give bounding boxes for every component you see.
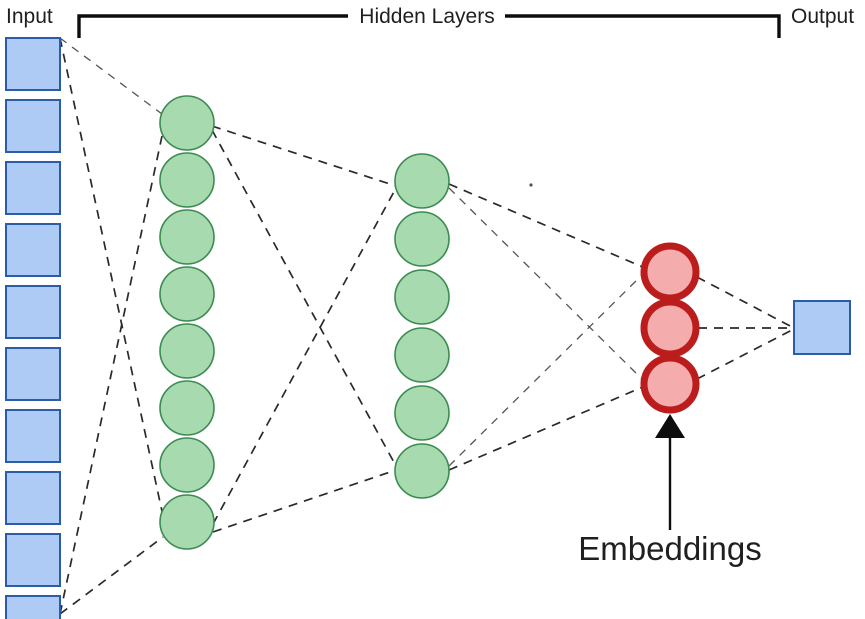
connection-input-top-to-hidden1-top [59,37,163,115]
connection-input-bottom-to-hidden1-top [59,135,163,615]
embedding-node-2 [640,298,700,358]
output-node-1 [793,300,851,355]
bracket-right-arm [505,14,781,38]
nodes-group [5,37,851,619]
input-node-8 [5,471,61,525]
input-node-3 [5,161,61,215]
connection-hidden2-bottom-to-embed-top [448,271,646,467]
connections-group [59,37,793,615]
embeddings-annotation [655,414,685,530]
hidden-layer-2-node-4 [394,327,450,383]
output-label: Output [791,5,854,28]
bracket-left-arm [77,14,348,38]
hidden-layers-bracket [77,14,781,38]
connection-hidden2-bottom-to-embed-bottom [448,385,646,471]
connection-hidden1-top-to-hidden2-bottom [211,129,397,467]
embeddings-arrow-head [655,414,685,438]
hidden-layer-2-node-6 [394,443,450,499]
hidden-layer-1-node-7 [159,437,215,493]
embeddings-label: Embeddings [578,530,761,567]
input-node-4 [5,223,61,277]
connection-input-top-to-hidden1-bottom [59,37,164,517]
connection-hidden2-top-to-embed-bottom [448,187,646,383]
input-node-5 [5,285,61,339]
hidden-layer-2-node-2 [394,211,450,267]
input-node-7 [5,409,61,463]
connection-hidden1-bottom-to-hidden2-bottom [212,469,397,533]
input-label: Input [6,5,53,28]
connection-embed-bottom-to-output [696,329,793,380]
hidden-layer-1-node-1 [159,95,215,151]
connection-hidden2-top-to-embed-top [448,183,646,269]
hidden-layer-2-node-1 [394,153,450,209]
hidden-layer-1-node-3 [159,209,215,265]
hidden-layer-2-node-5 [394,385,450,441]
hidden-layer-1-node-5 [159,323,215,379]
input-node-1 [5,37,61,91]
connection-embed-top-to-output [696,276,793,328]
input-node-10 [5,595,61,619]
connection-hidden1-bottom-to-hidden2-top [212,187,397,525]
stray-speck [529,183,533,187]
hidden-layer-1-node-4 [159,266,215,322]
hidden-layers-label: Hidden Layers [359,5,494,28]
input-node-2 [5,99,61,153]
hidden-layer-1-node-8 [159,494,215,550]
input-node-9 [5,533,61,587]
hidden-layer-2-node-3 [394,269,450,325]
connection-hidden1-top-to-hidden2-top [211,125,397,187]
hidden-layer-1-node-6 [159,380,215,436]
connection-input-bottom-to-hidden1-bottom [59,536,164,615]
embedding-node-1 [640,242,700,302]
input-node-6 [5,347,61,401]
embedding-node-3 [640,354,700,414]
hidden-layer-1-node-2 [159,152,215,208]
